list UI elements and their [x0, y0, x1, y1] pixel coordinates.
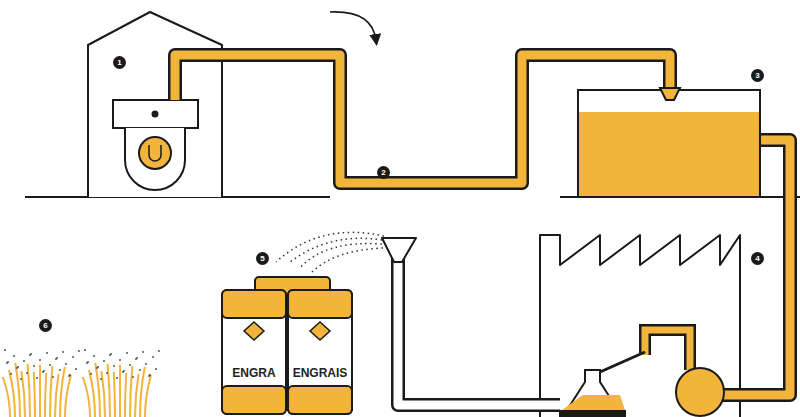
- callout-number: 3: [751, 69, 764, 82]
- fertilizer-bag: ENGRA: [223, 318, 285, 386]
- callout-number: 4: [751, 252, 764, 265]
- callout-number: 5: [256, 252, 269, 265]
- bag-label: ENGRAIS: [293, 367, 348, 386]
- callout-number: 1: [113, 56, 126, 69]
- callout-number: 2: [377, 166, 390, 179]
- callout-number: 6: [39, 319, 52, 332]
- bag-label: ENGRA: [232, 367, 275, 386]
- fertilizer-bag: ENGRAIS: [289, 318, 351, 386]
